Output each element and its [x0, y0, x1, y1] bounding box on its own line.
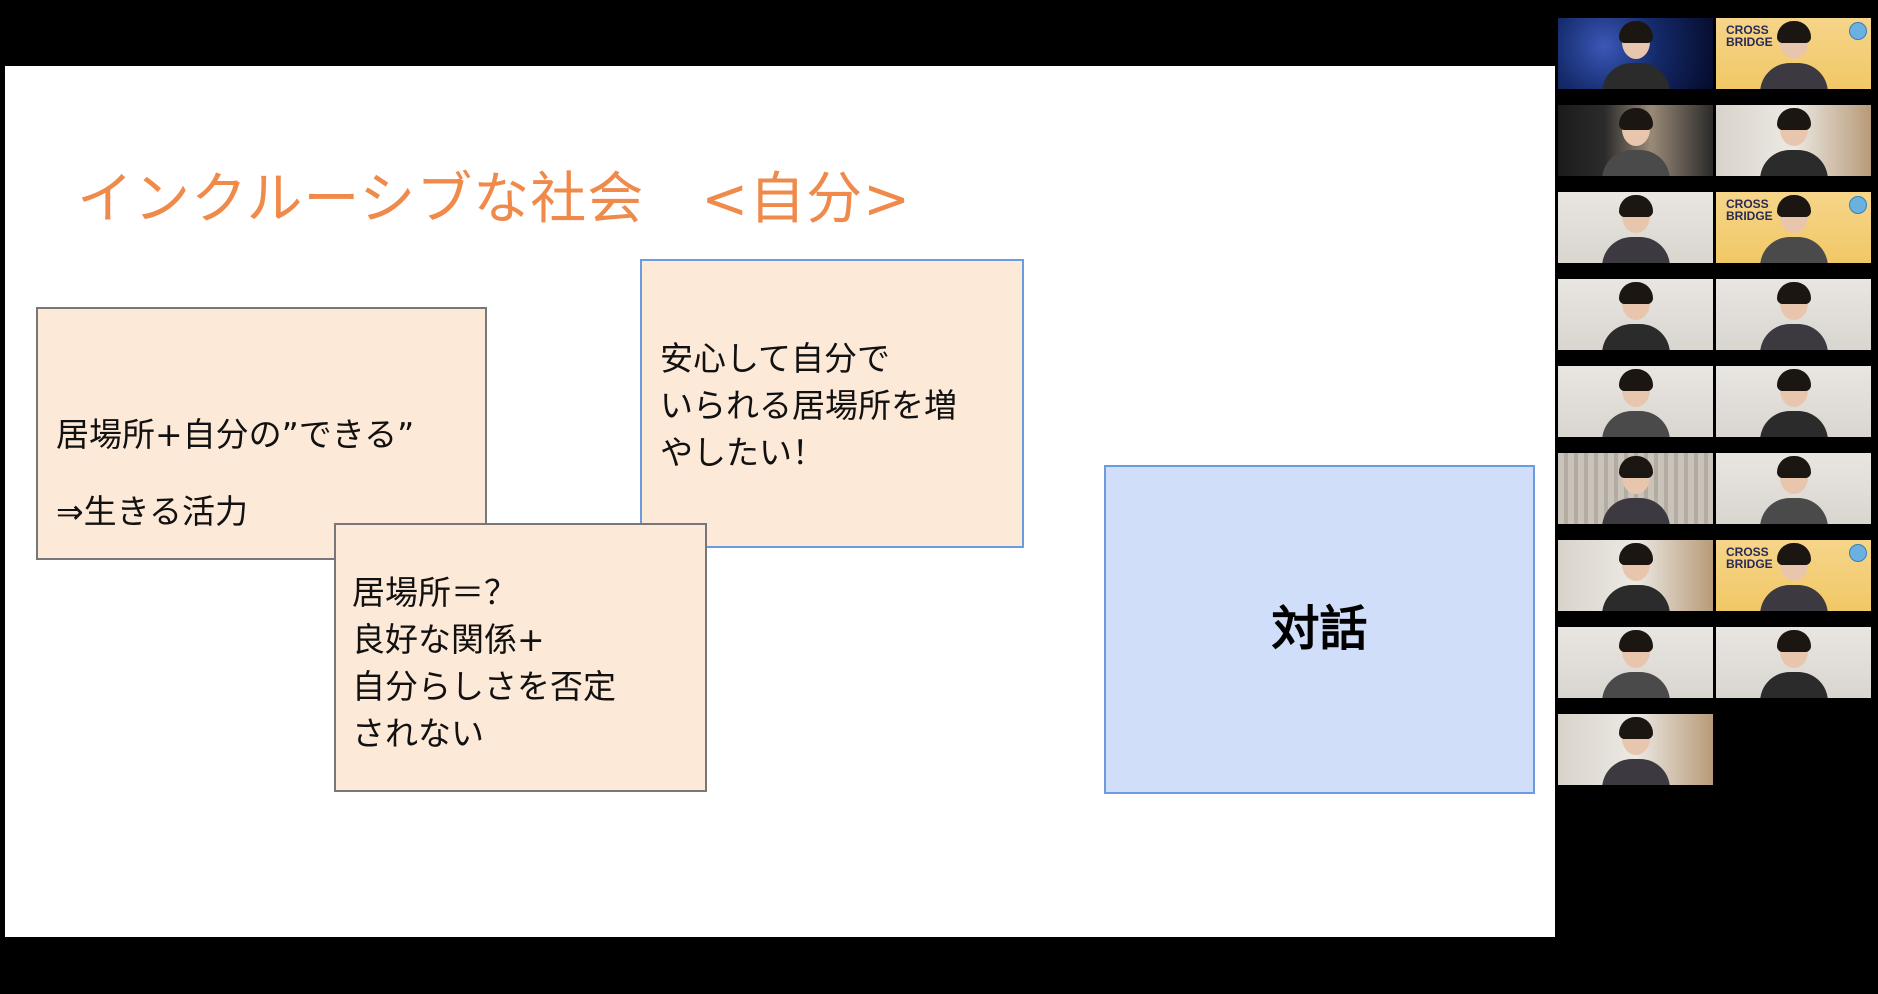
participant-avatar	[1600, 193, 1672, 263]
box-ibasho-dekiru: 居場所+自分の”できる” ⇒生きる活力	[36, 307, 487, 560]
video-tile[interactable]	[1558, 366, 1713, 437]
crossbridge-logo: CROSS BRIDGE	[1726, 197, 1773, 223]
box3-line: されない	[352, 714, 484, 753]
box2-line: やしたい！	[660, 433, 825, 472]
globe-icon	[1849, 544, 1867, 562]
video-tile[interactable]	[1716, 366, 1871, 437]
participant-avatar	[1758, 541, 1830, 611]
box3-line: 居場所＝？	[352, 573, 517, 612]
globe-icon	[1849, 196, 1867, 214]
box1-line2: ⇒生きる活力	[56, 492, 248, 531]
participant-avatar	[1600, 19, 1672, 89]
box2-line: いられる居場所を増	[660, 386, 957, 425]
participant-avatar	[1600, 280, 1672, 350]
participant-avatar	[1600, 715, 1672, 785]
box1-line1: 居場所+自分の”できる”	[56, 415, 415, 454]
video-tile[interactable]: CROSS BRIDGE	[1716, 540, 1871, 611]
participant-avatar	[1758, 19, 1830, 89]
video-tile[interactable]	[1558, 627, 1713, 698]
video-tile[interactable]	[1558, 18, 1713, 89]
globe-icon	[1849, 22, 1867, 40]
video-tile[interactable]: CROSS BRIDGE	[1716, 18, 1871, 89]
video-tile[interactable]	[1716, 279, 1871, 350]
participant-avatar	[1758, 454, 1830, 524]
video-tile[interactable]	[1558, 453, 1713, 524]
video-tile[interactable]	[1716, 453, 1871, 524]
crossbridge-logo: CROSS BRIDGE	[1726, 545, 1773, 571]
video-tile[interactable]: CROSS BRIDGE	[1716, 192, 1871, 263]
video-tile[interactable]	[1558, 540, 1713, 611]
box2-line: 安心して自分で	[660, 339, 891, 378]
box-anshin: 安心して自分で いられる居場所を増 やしたい！	[640, 259, 1024, 548]
participant-avatar	[1600, 367, 1672, 437]
video-tile[interactable]	[1716, 627, 1871, 698]
box-ibasho-definition: 居場所＝？ 良好な関係+ 自分らしさを否定 されない	[334, 523, 707, 792]
video-tile[interactable]	[1558, 279, 1713, 350]
video-tile[interactable]	[1558, 714, 1713, 785]
participant-avatar	[1600, 454, 1672, 524]
video-tile[interactable]	[1558, 192, 1713, 263]
box4-text: 対話	[1271, 601, 1368, 657]
crossbridge-logo: CROSS BRIDGE	[1726, 23, 1773, 49]
participant-avatar	[1600, 628, 1672, 698]
participant-avatar	[1600, 106, 1672, 176]
participant-avatar	[1758, 106, 1830, 176]
video-tile[interactable]	[1558, 105, 1713, 176]
video-tile[interactable]	[1716, 105, 1871, 176]
box-taiwa: 対話	[1104, 465, 1535, 794]
participant-avatar	[1758, 628, 1830, 698]
participant-avatar	[1758, 280, 1830, 350]
slide-title: インクルーシブな社会 <自分>	[77, 167, 912, 232]
participant-avatar	[1758, 367, 1830, 437]
participant-avatar	[1600, 541, 1672, 611]
shared-slide: インクルーシブな社会 <自分> 居場所+自分の”できる” ⇒生きる活力 安心して…	[5, 66, 1555, 937]
box3-line: 自分らしさを否定	[352, 667, 616, 706]
participant-avatar	[1758, 193, 1830, 263]
box3-line: 良好な関係+	[352, 620, 545, 659]
